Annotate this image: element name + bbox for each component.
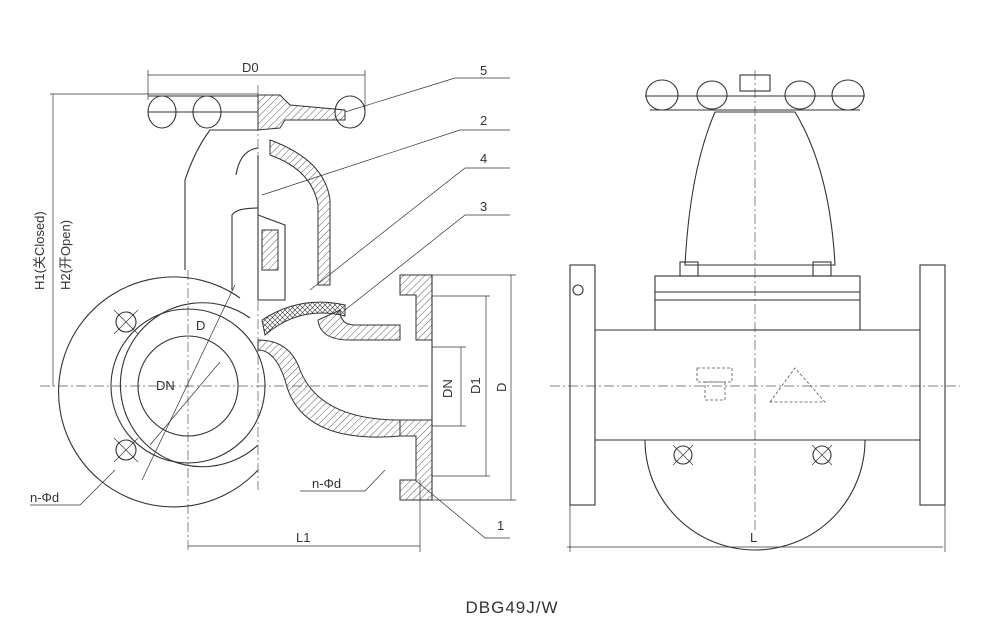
part-1-label: 1: [497, 518, 504, 533]
l-label: L: [750, 530, 757, 545]
part-3-label: 3: [480, 199, 487, 214]
part-5-label: 5: [480, 63, 487, 78]
d-circle-label: D: [196, 318, 205, 333]
side-section-view: [30, 70, 516, 552]
d-vert-label: D: [494, 383, 509, 392]
part-4-label: 4: [480, 151, 487, 166]
front-view: [550, 70, 960, 552]
h2-label: H2(开Open): [58, 220, 73, 290]
dn-circle-label: DN: [156, 378, 175, 393]
d0-label: D0: [242, 60, 259, 75]
d1-vert-label: D1: [468, 377, 483, 394]
dn-vert-label: DN: [440, 379, 455, 398]
n-phi-d-left-label: n-Φd: [30, 490, 59, 505]
model-title: DBG49J/W: [465, 598, 559, 617]
h1-label: H1(关Closed): [32, 211, 47, 290]
part-2-label: 2: [480, 113, 487, 128]
l1-label: L1: [296, 530, 310, 545]
n-phi-d-right-label: n-Φd: [312, 476, 341, 491]
